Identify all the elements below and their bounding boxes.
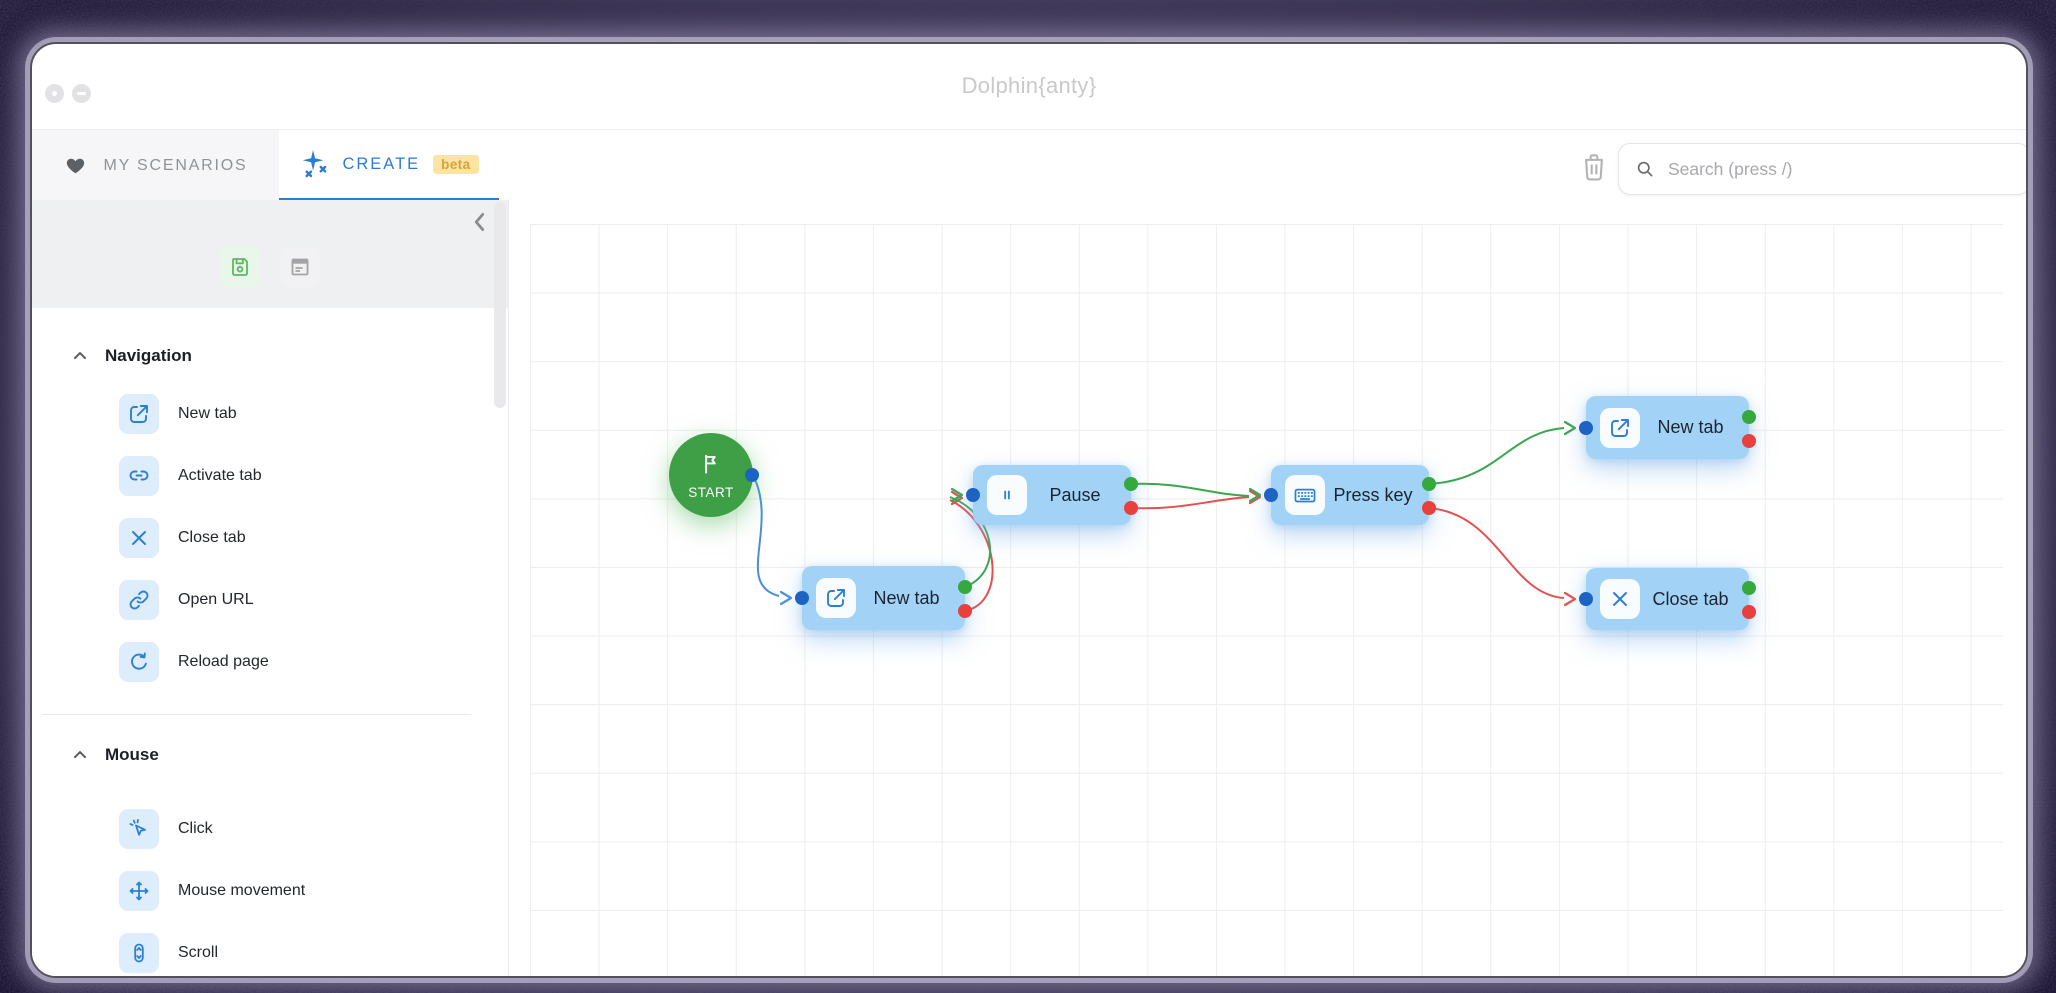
sidebar-item-reload-page[interactable]: Reload page bbox=[32, 642, 495, 682]
node-label: Close tab bbox=[1652, 588, 1729, 609]
sparkles-icon bbox=[303, 149, 327, 178]
new-tab-icon bbox=[1600, 407, 1640, 448]
mouse-move-icon bbox=[119, 871, 159, 911]
port-in[interactable] bbox=[1264, 488, 1278, 502]
section-divider bbox=[42, 714, 471, 715]
chevron-left-icon bbox=[474, 213, 485, 231]
flow-node-start[interactable]: START bbox=[669, 433, 759, 517]
sidebar-item-new-tab[interactable]: New tab bbox=[32, 394, 495, 434]
start-node-label: START bbox=[688, 484, 734, 500]
port-success[interactable] bbox=[1124, 477, 1138, 491]
flow-node-newtab1[interactable]: New tab bbox=[795, 566, 972, 630]
sidebar-scrollbar-thumb[interactable] bbox=[494, 202, 506, 408]
port-error[interactable] bbox=[1124, 501, 1138, 515]
sidebar-item-close-tab[interactable]: Close tab bbox=[32, 518, 495, 558]
header-row: MY SCENARIOS CREATE beta bbox=[32, 130, 2026, 202]
tab-create-label: CREATE bbox=[342, 154, 421, 173]
port-error[interactable] bbox=[958, 604, 972, 618]
node-label: New tab bbox=[873, 587, 940, 608]
sidebar-item-activate-tab[interactable]: Activate tab bbox=[32, 456, 495, 496]
port-in[interactable] bbox=[1579, 420, 1593, 435]
pause-icon bbox=[987, 475, 1027, 515]
scroll-icon bbox=[119, 933, 159, 973]
sidebar-item-click[interactable]: Click bbox=[32, 809, 495, 849]
window-controls bbox=[45, 84, 91, 103]
flow-node-newtab2[interactable]: New tab bbox=[1579, 396, 1756, 459]
search-icon bbox=[1637, 161, 1653, 177]
chevron-up-icon bbox=[74, 352, 86, 360]
open-url-icon bbox=[119, 580, 159, 620]
save-scenario-button[interactable] bbox=[220, 247, 260, 287]
search-input[interactable] bbox=[1665, 157, 2013, 181]
flow-canvas[interactable]: START New tab Pause Press key New tab Cl… bbox=[509, 200, 2026, 976]
main-area: Navigation New tab Activate tab Close ta… bbox=[32, 200, 2026, 976]
new-tab-icon bbox=[119, 394, 159, 434]
sidebar-item-scroll[interactable]: Scroll bbox=[32, 933, 495, 973]
chevron-up-icon bbox=[74, 751, 86, 759]
window-control-minimize-button[interactable] bbox=[72, 84, 91, 103]
tab-my-scenarios[interactable]: MY SCENARIOS bbox=[32, 130, 279, 201]
flow-node-closetab[interactable]: Close tab bbox=[1579, 568, 1756, 630]
trash-icon bbox=[1585, 154, 1603, 181]
port-error[interactable] bbox=[1422, 501, 1436, 515]
heart-icon bbox=[66, 158, 84, 174]
section-header-navigation[interactable]: Navigation bbox=[32, 338, 495, 374]
port-success[interactable] bbox=[1742, 409, 1756, 424]
form-icon bbox=[291, 258, 309, 276]
sidebar-sections: Navigation New tab Activate tab Close ta… bbox=[32, 308, 495, 976]
window-control-dot-button[interactable] bbox=[45, 84, 64, 103]
port-in[interactable] bbox=[966, 488, 980, 502]
actions-sidebar: Navigation New tab Activate tab Close ta… bbox=[32, 200, 509, 976]
flow-node-pause[interactable]: Pause bbox=[966, 465, 1138, 525]
tab-create[interactable]: CREATE beta bbox=[279, 130, 499, 201]
node-label: Pause bbox=[1049, 484, 1101, 505]
reload-icon bbox=[119, 642, 159, 682]
sidebar-toolbar bbox=[32, 200, 508, 308]
activate-tab-icon bbox=[119, 456, 159, 496]
close-tab-icon bbox=[119, 518, 159, 558]
port-in[interactable] bbox=[1579, 592, 1593, 606]
port-in[interactable] bbox=[795, 591, 809, 605]
dot-icon bbox=[52, 91, 57, 96]
node-layer: START New tab Pause Press key New tab Cl… bbox=[509, 200, 2026, 976]
title-bar: Dolphin{anty} bbox=[32, 44, 2026, 130]
flag-icon bbox=[698, 451, 724, 482]
port-success[interactable] bbox=[958, 580, 972, 594]
click-icon bbox=[119, 809, 159, 849]
port-success[interactable] bbox=[1742, 581, 1756, 595]
sidebar-item-mouse-movement[interactable]: Mouse movement bbox=[32, 871, 495, 911]
canvas-grid bbox=[530, 224, 2003, 976]
app-window: Dolphin{anty} MY SCENARIOS CREATE beta bbox=[30, 42, 2028, 978]
port-error[interactable] bbox=[1742, 605, 1756, 619]
save-icon bbox=[232, 258, 248, 276]
flow-node-presskey[interactable]: Press key bbox=[1264, 465, 1436, 525]
delete-scenario-button[interactable] bbox=[1578, 151, 1610, 185]
log-panel-button[interactable] bbox=[280, 247, 320, 287]
app-title: Dolphin{anty} bbox=[961, 73, 1097, 98]
minus-icon bbox=[77, 92, 86, 95]
port-out[interactable] bbox=[745, 468, 759, 482]
collapse-sidebar-button[interactable] bbox=[467, 209, 493, 235]
search-box bbox=[1618, 143, 2026, 195]
sidebar-item-open-url[interactable]: Open URL bbox=[32, 580, 495, 620]
tab-my-scenarios-label: MY SCENARIOS bbox=[103, 156, 248, 174]
beta-badge: beta bbox=[433, 154, 479, 174]
node-label: Press key bbox=[1333, 484, 1413, 505]
section-header-mouse[interactable]: Mouse bbox=[32, 737, 495, 773]
keyboard-icon bbox=[1285, 475, 1325, 515]
close-tab-icon bbox=[1600, 579, 1640, 619]
port-success[interactable] bbox=[1422, 477, 1436, 491]
new-tab-icon bbox=[816, 578, 856, 618]
port-error[interactable] bbox=[1742, 433, 1756, 448]
node-label: New tab bbox=[1657, 417, 1724, 437]
